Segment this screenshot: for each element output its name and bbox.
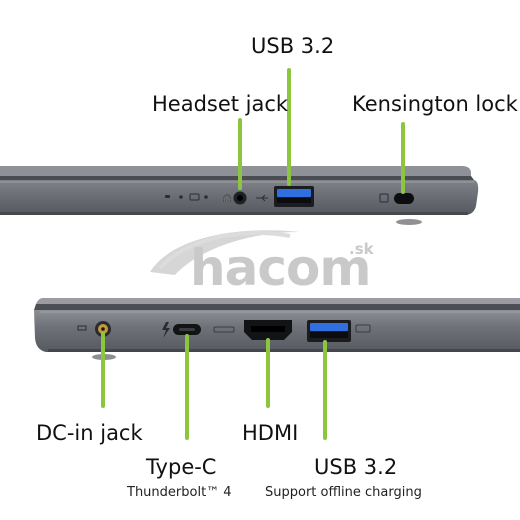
usb-port-bottom xyxy=(307,320,371,342)
label-headset-jack: Headset jack xyxy=(152,92,289,116)
status-led-icons xyxy=(165,193,208,201)
label-usb-bottom: USB 3.2 xyxy=(314,455,398,479)
leader-lines xyxy=(101,68,405,440)
watermark-suffix: .sk xyxy=(349,240,374,258)
hdmi-port xyxy=(244,320,292,340)
label-usb-top: USB 3.2 xyxy=(251,34,335,58)
laptop-left-side xyxy=(34,298,520,360)
label-usb-bottom-note: Support offline charging xyxy=(265,485,422,500)
label-dc-in-jack: DC-in jack xyxy=(36,421,143,445)
dc-in-port xyxy=(77,321,111,337)
usb-symbol-top xyxy=(256,194,268,202)
svg-text:🎧: 🎧 xyxy=(222,193,232,203)
watermark-swoosh xyxy=(150,230,300,275)
label-kensington-lock: Kensington lock xyxy=(352,92,518,116)
thunderbolt-symbol xyxy=(162,322,170,338)
watermark-text: hacom xyxy=(190,239,371,297)
headset-jack-port: 🎧 xyxy=(222,191,247,205)
hdmi-symbol xyxy=(213,326,235,333)
kensington-lock-port xyxy=(379,193,414,204)
label-thunderbolt: Thunderbolt™ 4 xyxy=(127,485,232,500)
usb-port-top xyxy=(274,186,314,207)
label-hdmi: HDMI xyxy=(242,421,299,445)
label-type-c: Type-C xyxy=(146,455,217,479)
type-c-port xyxy=(173,324,201,335)
